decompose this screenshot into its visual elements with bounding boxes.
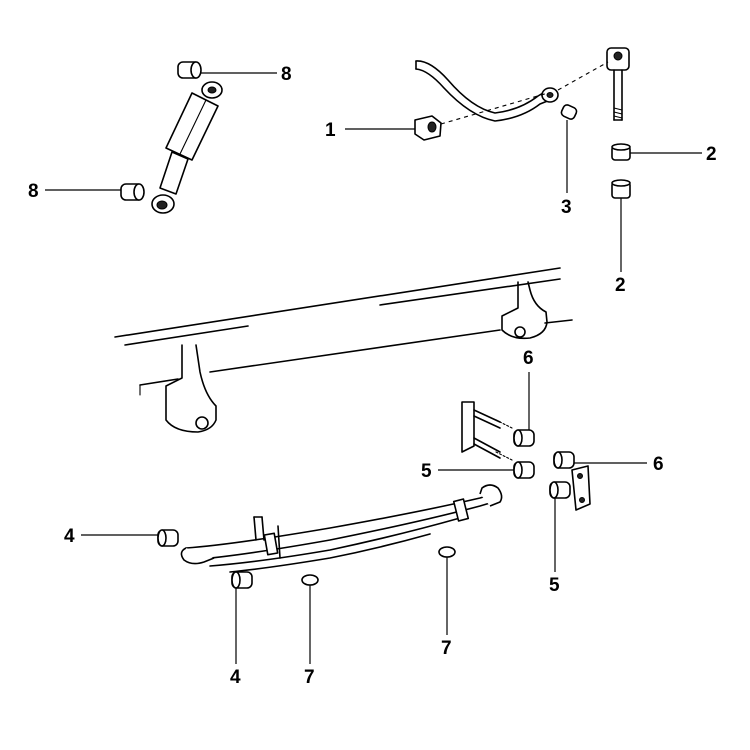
callout-5-left: 5 bbox=[421, 461, 432, 482]
shackle-bushing-6-right bbox=[553, 451, 575, 469]
callout-4-upper: 4 bbox=[64, 526, 75, 547]
callout-8-upper: 8 bbox=[281, 64, 292, 85]
shackle-bushing-5-left bbox=[513, 461, 535, 479]
callout-1: 1 bbox=[325, 120, 336, 141]
callout-4-lower: 4 bbox=[230, 667, 241, 688]
callout-8-lower: 8 bbox=[28, 181, 39, 202]
stabilizer-bushing-1 bbox=[414, 115, 442, 141]
callout-2-lower: 2 bbox=[615, 275, 626, 296]
link-bushing-2-upper bbox=[611, 143, 631, 161]
shackle-bushing-5-right bbox=[549, 481, 571, 499]
rear-shackle-hanger bbox=[501, 281, 548, 340]
spring-eye-bushing-4-upper bbox=[157, 529, 179, 547]
leaf-spring bbox=[180, 484, 503, 573]
callout-7-right: 7 bbox=[441, 638, 452, 659]
callout-3: 3 bbox=[561, 197, 572, 218]
callout-5-lower: 5 bbox=[549, 575, 560, 596]
link-bushing-2-lower bbox=[611, 179, 631, 199]
callout-6-right: 6 bbox=[653, 454, 664, 475]
collar-3 bbox=[560, 104, 578, 120]
shackle-plate-upper bbox=[461, 401, 513, 461]
callout-2-upper: 2 bbox=[706, 144, 717, 165]
stabilizer-bar bbox=[415, 60, 559, 122]
bushing-8-lower bbox=[120, 183, 145, 201]
shock-absorber bbox=[151, 81, 223, 214]
front-spring-hanger bbox=[165, 344, 217, 433]
callout-6-upper: 6 bbox=[523, 348, 534, 369]
stabilizer-link bbox=[606, 47, 630, 121]
spring-pad-7-right bbox=[438, 546, 456, 558]
shackle-plate-lower bbox=[571, 465, 591, 511]
spring-eye-bushing-4-lower bbox=[231, 571, 253, 589]
frame-rail bbox=[114, 267, 573, 396]
shock-upper-body bbox=[165, 92, 219, 161]
shackle-bushing-6-left bbox=[513, 429, 535, 447]
shock-lower-body bbox=[159, 151, 189, 195]
spring-pad-7-left bbox=[301, 574, 319, 586]
callout-7-left: 7 bbox=[304, 667, 315, 688]
bushing-8-upper bbox=[177, 61, 202, 79]
